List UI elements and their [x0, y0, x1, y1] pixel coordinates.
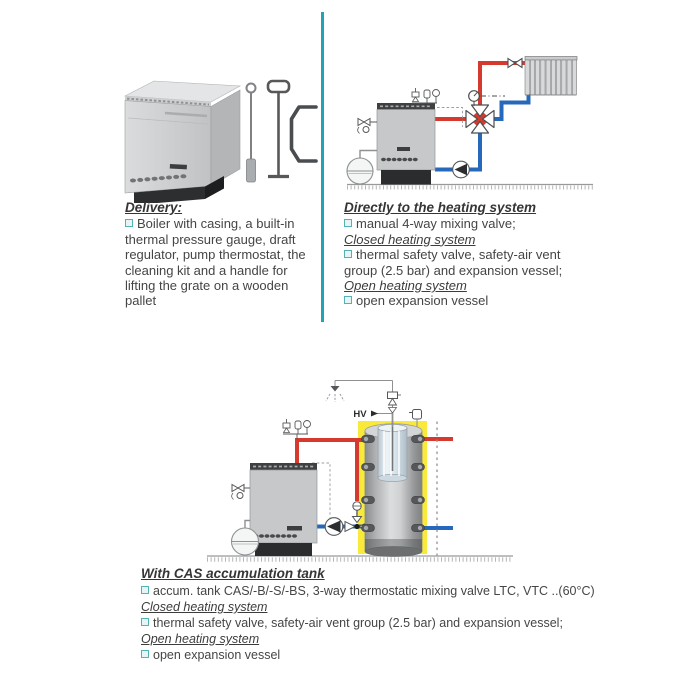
pump-icon — [452, 160, 470, 179]
cas-heading: With CAS accumulation tank — [141, 566, 325, 581]
direct-bullet-3: open expansion vessel — [344, 293, 590, 308]
direct-bullet-2-text: thermal safety valve, safety-air vent gr… — [344, 247, 563, 278]
radiator-icon — [524, 56, 578, 96]
sprinkler-icon — [325, 380, 345, 402]
grate-handle-icon — [289, 105, 318, 163]
tank-top-fittings: HV — [325, 380, 422, 427]
expansion-vessel-icon — [346, 149, 377, 185]
boiler-photo-icon — [123, 80, 242, 203]
bullet-square-icon — [141, 618, 149, 626]
direct-subheading-closed: Closed heating system — [344, 231, 476, 247]
delivery-bullet-line: Boiler with casing, a built-in thermal p… — [125, 216, 321, 308]
section-divider-line — [321, 12, 324, 322]
direct-bullet-3-text: open expansion vessel — [356, 293, 489, 309]
accumulation-tank-icon — [364, 409, 423, 557]
bullet-square-icon — [344, 219, 352, 228]
bullet-square-icon — [344, 296, 352, 305]
hv-label: HV — [353, 409, 367, 420]
direct-bullet-2: thermal safety valve, safety-air vent gr… — [344, 247, 590, 278]
thermo-valve-icon — [231, 483, 250, 500]
boiler-icon — [249, 463, 318, 556]
mixing-valve-icon — [465, 104, 495, 134]
cas-bullet-3: open expansion vessel — [141, 647, 611, 663]
boiler-icon — [376, 103, 436, 185]
ground-line — [347, 183, 593, 190]
direct-section: Directly to the heating system manual 4-… — [344, 200, 590, 309]
cas-tank-diagram: HV — [207, 380, 513, 562]
boiler-photo-illustration — [123, 79, 318, 203]
cas-subheading-open: Open heating system — [141, 632, 260, 646]
pipe-cold — [435, 94, 531, 172]
air-vent-icon — [409, 409, 422, 427]
pump-icon — [324, 517, 344, 536]
bullet-square-icon — [344, 250, 352, 259]
cas-subheading-closed: Closed heating system — [141, 600, 268, 614]
bullet-square-icon — [141, 586, 149, 594]
expansion-vessel-icon — [230, 519, 260, 556]
ground-line — [207, 555, 513, 562]
delivery-heading: Delivery: — [125, 200, 183, 215]
direct-bullet-1: manual 4-way mixing valve; — [344, 216, 590, 231]
direct-bullet-1-text: manual 4-way mixing valve; — [356, 216, 516, 232]
cleaning-brush-icon — [245, 82, 257, 183]
cas-section: With CAS accumulation tank accum. tank C… — [141, 566, 611, 663]
bullet-square-icon — [141, 650, 149, 658]
cas-bullet-2: thermal safety valve, safety-air vent gr… — [141, 615, 611, 631]
grate-poker-icon — [266, 79, 291, 179]
thermo-valve-icon — [357, 117, 377, 134]
bullet-square-icon — [125, 219, 133, 228]
tank-ports — [361, 435, 425, 532]
safety-valve-group-icon — [411, 88, 440, 104]
cas-bullet-3-text: open expansion vessel — [153, 648, 281, 662]
cas-bullet-1-text: accum. tank CAS/-B/-S/-BS, 3-way thermos… — [153, 584, 595, 598]
direct-heading: Directly to the heating system — [344, 200, 537, 215]
cas-bullet-2-text: thermal safety valve, safety-air vent gr… — [153, 616, 563, 630]
delivery-bullet-text: Boiler with casing, a built-in thermal p… — [125, 216, 306, 309]
thermometer-icon — [468, 90, 505, 106]
hv-arrow-icon — [371, 410, 378, 417]
sensor-dashed-line — [437, 107, 463, 127]
hv-inlet: HV — [353, 409, 393, 420]
direct-subheading-open: Open heating system — [344, 278, 467, 294]
safety-valve-group-icon — [282, 419, 311, 440]
direct-heating-diagram — [346, 56, 593, 190]
radiator-valve-icon — [507, 57, 523, 69]
delivery-section: Delivery: Boiler with casing, a built-in… — [125, 200, 321, 309]
thermal-safety-valve-icon — [387, 391, 401, 414]
sensor-dashed-line — [312, 462, 331, 518]
cas-bullet-1: accum. tank CAS/-B/-S/-BS, 3-way thermos… — [141, 583, 611, 599]
